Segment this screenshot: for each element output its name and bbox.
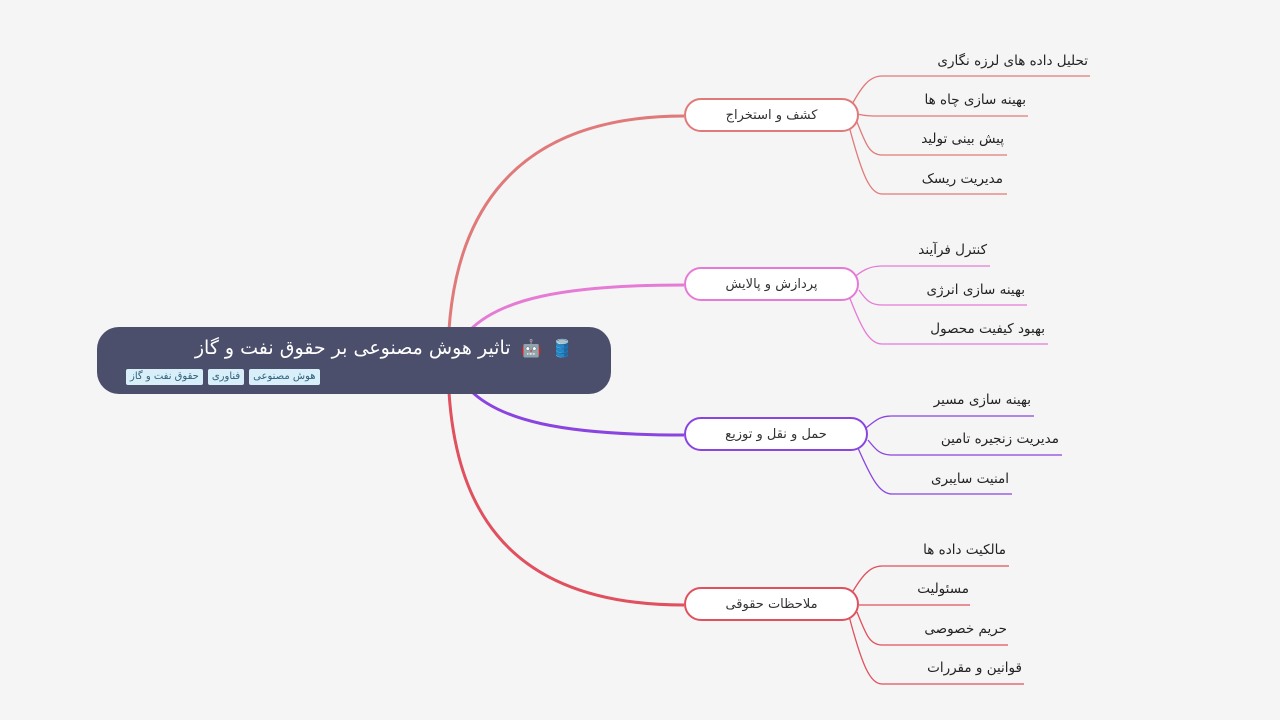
leaf-route-optimization[interactable]: بهینه سازی مسیر: [933, 392, 1031, 408]
oil-barrel-icon: 🛢️: [551, 339, 573, 359]
leaf-risk-management[interactable]: مدیریت ریسک: [921, 171, 1003, 187]
link-branch-2-leaf-2: [858, 289, 1027, 306]
tag-ai: هوش مصنوعی: [249, 369, 320, 385]
root-node[interactable]: 🛢️ 🤖 تاثیر هوش مصنوعی بر حقوق نفت و گاز …: [97, 327, 611, 394]
tag-oil-gas-law: حقوق نفت و گاز: [126, 369, 203, 385]
link-root-branch-1: [446, 114, 685, 361]
branch-label: پردازش و پالایش: [725, 276, 818, 292]
link-branch-1-leaf-2: [856, 113, 1028, 117]
link-branch-3-leaf-3: [857, 447, 1012, 495]
leaf-well-optimization[interactable]: بهینه سازی چاه ها: [924, 92, 1026, 108]
leaf-supply-chain[interactable]: مدیریت زنجیره تامین: [940, 431, 1059, 447]
leaf-laws-regulations[interactable]: قوانین و مقررات: [927, 660, 1022, 676]
branch-node-legal[interactable]: ملاحظات حقوقی: [684, 587, 859, 621]
link-branch-2-leaf-3: [848, 295, 1048, 345]
link-branch-1-leaf-4: [848, 125, 1007, 195]
branch-node-exploration[interactable]: کشف و استخراج: [684, 98, 859, 132]
branch-label: ملاحظات حقوقی: [725, 596, 818, 612]
link-branch-4-leaf-3: [856, 611, 1008, 646]
link-root-branch-2: [468, 283, 685, 332]
leaf-energy-optimization[interactable]: بهینه سازی انرژی: [926, 282, 1025, 298]
leaf-product-quality[interactable]: بهبود کیفیت محصول: [930, 321, 1045, 337]
leaf-production-forecast[interactable]: پیش بینی تولید: [921, 131, 1004, 147]
tag-technology: فناوری: [207, 369, 245, 385]
leaf-process-control[interactable]: کنترل فرآیند: [918, 242, 987, 258]
link-branch-3-leaf-1: [865, 415, 1034, 429]
robot-icon: 🤖: [520, 339, 542, 359]
link-branch-1-leaf-3: [856, 121, 1007, 156]
branch-node-processing[interactable]: پردازش و پالایش: [684, 267, 859, 301]
link-root-branch-3: [468, 388, 685, 437]
branch-label: حمل و نقل و توزیع: [725, 426, 827, 442]
link-branch-3-leaf-2: [867, 439, 1062, 456]
root-title: 🛢️ 🤖 تاثیر هوش مصنوعی بر حقوق نفت و گاز: [195, 337, 573, 359]
leaf-cybersecurity[interactable]: امنیت سایبری: [931, 471, 1009, 487]
branch-node-transport[interactable]: حمل و نقل و توزیع: [684, 417, 868, 451]
link-root-branch-4: [446, 359, 685, 607]
leaf-seismic-analysis[interactable]: تحلیل داده های لرزه نگاری: [937, 53, 1088, 69]
leaf-liability[interactable]: مسئولیت: [917, 581, 969, 597]
link-branch-2-leaf-1: [850, 265, 990, 281]
root-title-text: تاثیر هوش مصنوعی بر حقوق نفت و گاز: [194, 337, 511, 359]
leaf-data-ownership[interactable]: مالکیت داده ها: [923, 542, 1006, 558]
branch-label: کشف و استخراج: [725, 107, 818, 123]
link-branch-4-leaf-4: [848, 615, 1024, 685]
root-tags: حقوق نفت و گاز فناوری هوش مصنوعی: [126, 369, 320, 385]
leaf-privacy[interactable]: حریم خصوصی: [924, 621, 1007, 637]
